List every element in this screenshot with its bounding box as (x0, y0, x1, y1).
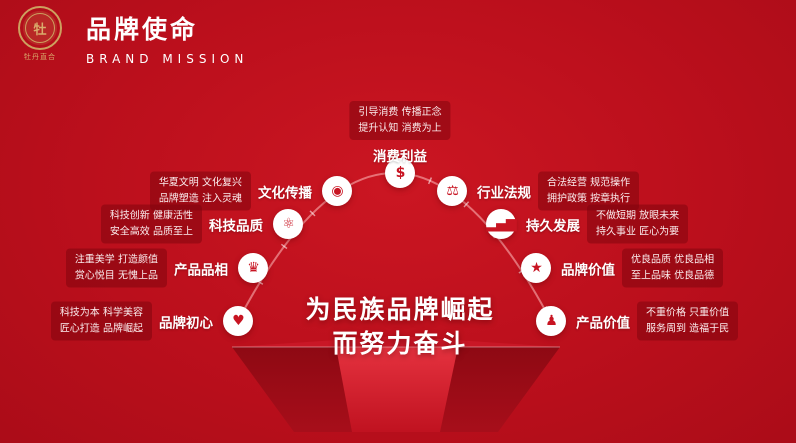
logo-mark: 牡 (25, 13, 55, 43)
node-label: 消费利益 (373, 149, 427, 165)
scales-icon: ⚖ (437, 176, 467, 206)
node-product-look: 注重美学 打造颜值赏心悦目 无愧上品 产品品相 (65, 248, 235, 288)
node-desc: 引导消费 传播正念提升认知 消费为上 (349, 101, 451, 140)
desc-line: 科技创新 健康活性 (109, 210, 193, 222)
slogan-line-1: 为民族品牌崛起 (305, 295, 495, 324)
node-brand-value: 品牌价值 优良品质 优良品相至上品味 优良品德 (554, 248, 724, 288)
node-desc: 优良品质 优良品相至上品味 优良品德 (622, 248, 724, 288)
scales-glyph: ⚖ (446, 183, 459, 199)
desc-line: 华夏文明 文化复兴 (158, 177, 242, 189)
node-industry-regulation: 行业法规 合法经营 规范操作拥护政策 按章执行 (470, 171, 640, 211)
node-label: 行业法规 (477, 185, 531, 201)
desc-line: 科技为本 科学美容 (59, 307, 143, 319)
desc-line: 至上品味 优良品德 (631, 270, 715, 281)
node-desc: 合法经营 规范操作拥护政策 按章执行 (538, 171, 640, 211)
node-desc: 科技为本 科学美容匠心打造 品牌崛起 (50, 301, 152, 341)
crown-icon: ♛ (238, 253, 268, 283)
desc-line: 优良品质 优良品相 (631, 254, 715, 266)
node-label: 产品品相 (174, 262, 228, 278)
desc-line: 合法经营 规范操作 (547, 177, 631, 189)
slogan-line-2: 而努力奋斗 (332, 328, 468, 358)
desc-line: 不重价格 只重价值 (646, 307, 730, 319)
node-consumer-benefit: 引导消费 传播正念提升认知 消费为上 消费利益 (349, 101, 451, 165)
page-title: 品牌使命 (86, 15, 199, 44)
desc-line: 不做短期 放眼未来 (596, 210, 680, 222)
heart-glyph: ♥ (232, 313, 245, 329)
node-brand-intention: 科技为本 科学美容匠心打造 品牌崛起 品牌初心 (50, 301, 220, 341)
atom-icon: ⚛ (273, 209, 303, 239)
money-bag-icon: $ (385, 158, 415, 188)
node-label: 品牌初心 (159, 315, 213, 331)
crown-glyph: ♛ (247, 260, 260, 276)
atom-glyph: ⚛ (282, 216, 295, 232)
logo-name: 牡丹直合 (24, 53, 56, 61)
node-lasting-development: 持久发展 不做短期 放眼未来持久事业 匠心为要 (519, 204, 689, 244)
node-desc: 华夏文明 文化复兴品牌塑造 注入灵魂 (149, 171, 251, 211)
badge-glyph: ★ (530, 260, 543, 276)
node-product-value: 产品价值 不重价格 只重价值服务周到 造福于民 (569, 301, 739, 341)
desc-line: 服务周到 造福于民 (646, 323, 730, 334)
node-label: 文化传播 (258, 185, 312, 201)
desc-line: 持久事业 匠心为要 (596, 226, 680, 237)
center-slogan: 为民族品牌崛起 而努力奋斗 (305, 293, 494, 361)
node-label: 产品价值 (576, 315, 630, 331)
money-glyph: $ (395, 165, 406, 181)
node-desc: 不重价格 只重价值服务周到 造福于民 (637, 301, 739, 341)
desc-line: 匠心打造 品牌崛起 (59, 323, 143, 334)
person-icon: ♟ (536, 306, 566, 336)
heart-icon: ♥ (223, 306, 253, 336)
node-desc: 不做短期 放眼未来持久事业 匠心为要 (587, 204, 689, 244)
desc-line: 提升认知 消费为上 (358, 122, 442, 134)
node-desc: 注重美学 打造颜值赏心悦目 无愧上品 (65, 248, 167, 288)
node-label: 品牌价值 (561, 262, 615, 278)
node-tech-quality: 科技创新 健康活性安全高效 品质至上 科技品质 (100, 204, 270, 244)
person-glyph: ♟ (545, 313, 558, 329)
page-subtitle: BRAND MISSION (86, 52, 249, 66)
desc-line: 安全高效 品质至上 (109, 226, 193, 237)
node-culture-spread: 华夏文明 文化复兴品牌塑造 注入灵魂 文化传播 (149, 171, 319, 211)
target-glyph: ◉ (331, 183, 343, 199)
bar-chart-glyph: ▂▄▆ (486, 216, 516, 232)
badge-icon: ★ (521, 253, 551, 283)
brand-logo: 牡 牡丹直合 (16, 6, 64, 62)
desc-line: 拥护政策 按章执行 (547, 193, 631, 204)
target-icon: ◉ (322, 176, 352, 206)
node-label: 持久发展 (526, 218, 580, 234)
podium (232, 336, 560, 432)
desc-line: 引导消费 传播正念 (358, 107, 442, 118)
bar-chart-icon: ▂▄▆ (486, 209, 517, 239)
node-label: 科技品质 (209, 218, 263, 234)
brand-logo-icon: 牡 (18, 6, 62, 50)
header: 品牌使命 BRAND MISSION (86, 10, 248, 66)
node-desc: 科技创新 健康活性安全高效 品质至上 (100, 204, 202, 244)
desc-line: 注重美学 打造颜值 (74, 254, 158, 266)
desc-line: 品牌塑造 注入灵魂 (158, 193, 242, 204)
desc-line: 赏心悦目 无愧上品 (74, 270, 158, 281)
